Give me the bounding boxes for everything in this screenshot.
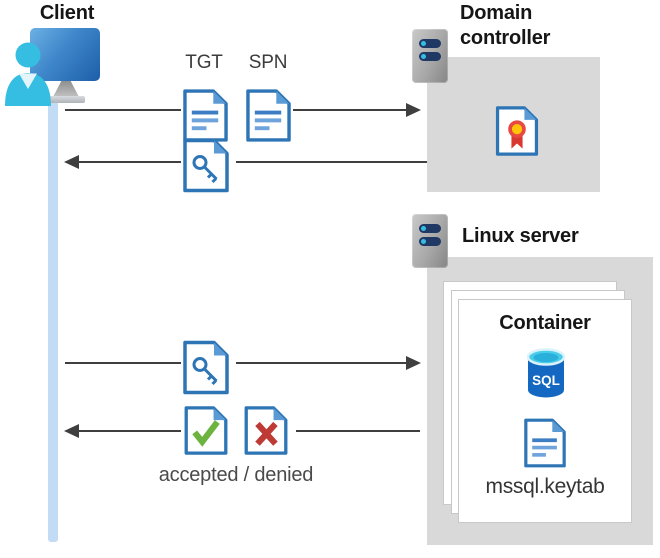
arrow-client-to-linux	[65, 362, 181, 364]
domain-controller-label: Domain controller	[460, 2, 551, 49]
monitor-stand	[53, 81, 79, 97]
drive-led	[421, 54, 426, 59]
arrow-client-to-dc	[293, 109, 406, 111]
client-label: Client	[39, 2, 95, 24]
certificate-icon	[495, 106, 539, 156]
arrow-dc-to-client	[236, 161, 427, 163]
linux-server-label: Linux server	[462, 225, 579, 247]
server-drive-slot	[419, 224, 441, 233]
client-lifeline	[48, 98, 58, 542]
arrow-dc-to-client	[79, 161, 181, 163]
arrowhead-right-icon	[406, 356, 421, 370]
key-ticket-icon	[183, 138, 229, 193]
arrow-linux-to-client	[79, 430, 181, 432]
arrowhead-left-icon	[64, 155, 79, 169]
keytab-label: mssql.keytab	[485, 475, 605, 498]
container-card-front	[458, 299, 632, 523]
drive-led	[421, 226, 426, 231]
server-drive-slot	[419, 237, 441, 246]
keytab-document-icon	[524, 418, 566, 468]
client-user-icon	[5, 42, 51, 106]
spn-label: SPN	[248, 52, 288, 73]
accepted-document-icon	[184, 406, 228, 455]
tgt-label: TGT	[185, 52, 223, 73]
domain-controller-server-icon	[412, 29, 448, 83]
server-drive-slot	[419, 39, 441, 48]
monitor-stand-base	[47, 96, 85, 103]
key-ticket-icon	[183, 340, 229, 395]
arrow-client-to-dc	[65, 109, 181, 111]
arrowhead-right-icon	[406, 103, 421, 117]
denied-document-icon	[244, 406, 288, 455]
arrowhead-left-icon	[64, 424, 79, 438]
drive-led	[421, 239, 426, 244]
accepted-denied-label: accepted / denied	[158, 464, 314, 486]
arrow-client-to-linux	[236, 362, 406, 364]
sql-label: SQL	[532, 373, 560, 388]
container-label: Container	[499, 312, 591, 334]
drive-led	[421, 41, 426, 46]
arrow-linux-to-client	[296, 430, 420, 432]
spn-document-icon	[246, 89, 291, 142]
server-drive-slot	[419, 52, 441, 61]
linux-server-icon	[412, 214, 448, 268]
client-monitor-icon	[30, 28, 100, 81]
tgt-document-icon	[183, 89, 228, 142]
sql-database-icon: SQL	[526, 348, 566, 398]
